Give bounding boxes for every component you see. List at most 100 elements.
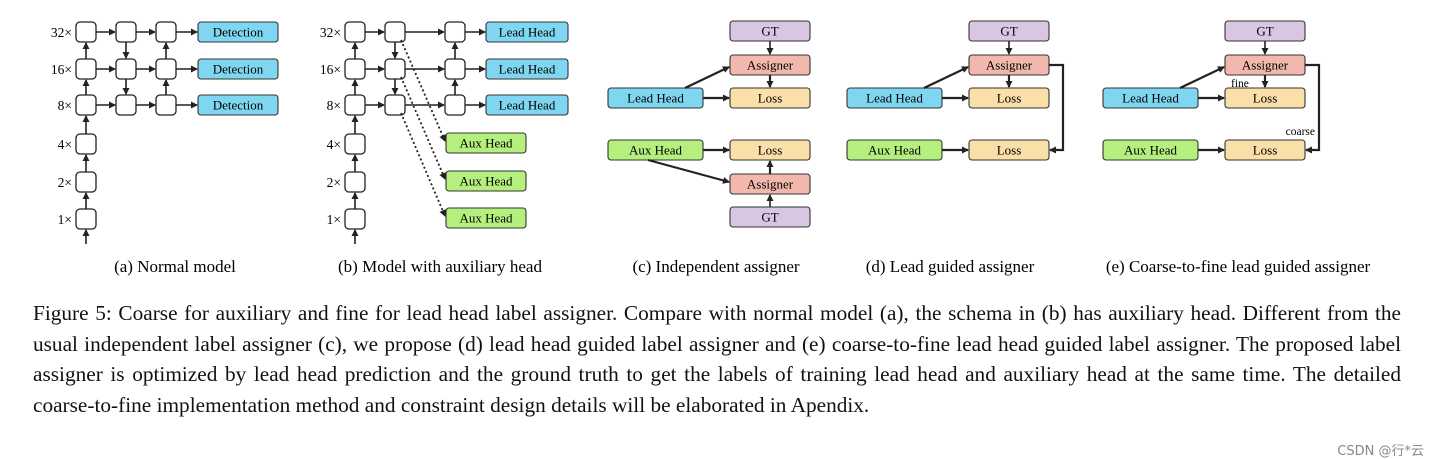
- backbone-node-5: [75, 208, 97, 230]
- scale-label-1: 16×: [320, 62, 341, 77]
- backbone-node-0: [344, 21, 366, 43]
- aux-loss-box-label: Loss: [758, 143, 783, 158]
- aux-head-2-label: Aux Head: [459, 211, 513, 226]
- lead-loss-box: [968, 87, 1050, 109]
- scale-label-4: 2×: [327, 175, 341, 190]
- pan-node-0: [155, 21, 177, 43]
- lead-head-1: [485, 58, 569, 80]
- backbone-node-3: [344, 133, 366, 155]
- aux-dotted-arrow-0: [400, 39, 446, 142]
- detection-head-2: [197, 94, 279, 116]
- lead-head-0-label: Lead Head: [499, 25, 556, 40]
- fpn-node-2: [115, 94, 137, 116]
- gt-box-bottom-label: GT: [761, 210, 778, 225]
- caption-c: (c) Independent assigner: [632, 257, 799, 276]
- aux-to-assigner-arrow: [647, 158, 730, 184]
- aux-head-box-label: Aux Head: [868, 143, 922, 158]
- lead-loss-box: [1224, 87, 1306, 109]
- lead-to-assigner-arrow: [923, 66, 969, 89]
- aux-head-box-label: Aux Head: [629, 143, 683, 158]
- lead-head-0: [485, 21, 569, 43]
- coarse-label: coarse: [1286, 126, 1315, 138]
- aux-head-1-label: Aux Head: [459, 174, 513, 189]
- lead-loss-box-label: Loss: [997, 91, 1022, 106]
- fpn-node-2: [384, 94, 406, 116]
- fpn-node-0: [384, 21, 406, 43]
- pan-node-2: [155, 94, 177, 116]
- assigner-box-bottom-label: Assigner: [747, 177, 794, 192]
- scale-label-2: 8×: [58, 98, 72, 113]
- gt-box-top-label: GT: [761, 24, 778, 39]
- assigner-box-top-label: Assigner: [747, 58, 794, 73]
- caption-e: (e) Coarse-to-fine lead guided assigner: [1106, 257, 1371, 276]
- lead-to-assigner-arrow: [1179, 66, 1225, 89]
- lead-head-box-label: Lead Head: [866, 91, 923, 106]
- scale-label-2: 8×: [327, 98, 341, 113]
- assigner-box-top-label: Assigner: [1242, 58, 1289, 73]
- gt-box-top-label: GT: [1256, 24, 1273, 39]
- fpn-node-1: [115, 58, 137, 80]
- backbone-node-2: [344, 94, 366, 116]
- caption-d: (d) Lead guided assigner: [866, 257, 1035, 276]
- aux-head-2: [445, 207, 527, 229]
- caption-a: (a) Normal model: [114, 257, 236, 276]
- csdn-watermark: CSDN @行*云: [1337, 444, 1424, 459]
- aux-head-box-label: Aux Head: [1124, 143, 1178, 158]
- backbone-node-5: [344, 208, 366, 230]
- lead-head-2-label: Lead Head: [499, 98, 556, 113]
- backbone-node-4: [344, 171, 366, 193]
- aux-dotted-arrow-1: [400, 76, 446, 180]
- scale-label-0: 32×: [320, 25, 341, 40]
- fpn-node-1: [384, 58, 406, 80]
- detection-head-1-label: Detection: [213, 62, 264, 77]
- scale-label-3: 4×: [58, 137, 72, 152]
- assigner-to-aux-loss-arrow: [1305, 63, 1321, 154]
- fine-label: fine: [1231, 78, 1249, 90]
- caption-b: (b) Model with auxiliary head: [338, 257, 542, 276]
- pan-node-0: [444, 21, 466, 43]
- lead-head-box-label: Lead Head: [1122, 91, 1179, 106]
- aux-head-1: [445, 170, 527, 192]
- scale-label-0: 32×: [51, 25, 72, 40]
- aux-loss-box-label: Loss: [997, 143, 1022, 158]
- aux-head-0: [445, 132, 527, 154]
- lead-head-1-label: Lead Head: [499, 62, 556, 77]
- lead-loss-box-label: Loss: [758, 91, 783, 106]
- lead-loss-box-label: Loss: [1253, 91, 1278, 106]
- panel-a-normal-model: 32×16×8×4×2×1×DetectionDetectionDetectio…: [51, 21, 279, 244]
- detection-head-0-label: Detection: [213, 25, 264, 40]
- lead-loss-box: [729, 87, 811, 109]
- detection-head-1: [197, 58, 279, 80]
- assigner-box-top-label: Assigner: [986, 58, 1033, 73]
- scale-label-1: 16×: [51, 62, 72, 77]
- detection-head-0: [197, 21, 279, 43]
- backbone-node-4: [75, 171, 97, 193]
- lead-to-assigner-arrow: [684, 66, 730, 89]
- figure-caption: Figure 5: Coarse for auxiliary and fine …: [33, 301, 1401, 417]
- backbone-node-1: [344, 58, 366, 80]
- fpn-node-0: [115, 21, 137, 43]
- gt-box-top-label: GT: [1000, 24, 1017, 39]
- scale-label-3: 4×: [327, 137, 341, 152]
- aux-head-0-label: Aux Head: [459, 136, 513, 151]
- backbone-node-2: [75, 94, 97, 116]
- figure-5-diagram: 32×16×8×4×2×1×DetectionDetectionDetectio…: [51, 20, 1371, 276]
- lead-head-2: [485, 94, 569, 116]
- pan-node-2: [444, 94, 466, 116]
- detection-head-2-label: Detection: [213, 98, 264, 113]
- pan-node-1: [155, 58, 177, 80]
- scale-label-5: 1×: [327, 212, 341, 227]
- pan-node-1: [444, 58, 466, 80]
- backbone-node-1: [75, 58, 97, 80]
- assigner-to-aux-loss-arrow: [1049, 63, 1065, 154]
- scale-label-5: 1×: [58, 212, 72, 227]
- scale-label-4: 2×: [58, 175, 72, 190]
- aux-dotted-arrow-2: [400, 112, 446, 217]
- backbone-node-3: [75, 133, 97, 155]
- aux-loss-box-label: Loss: [1253, 143, 1278, 158]
- backbone-node-0: [75, 21, 97, 43]
